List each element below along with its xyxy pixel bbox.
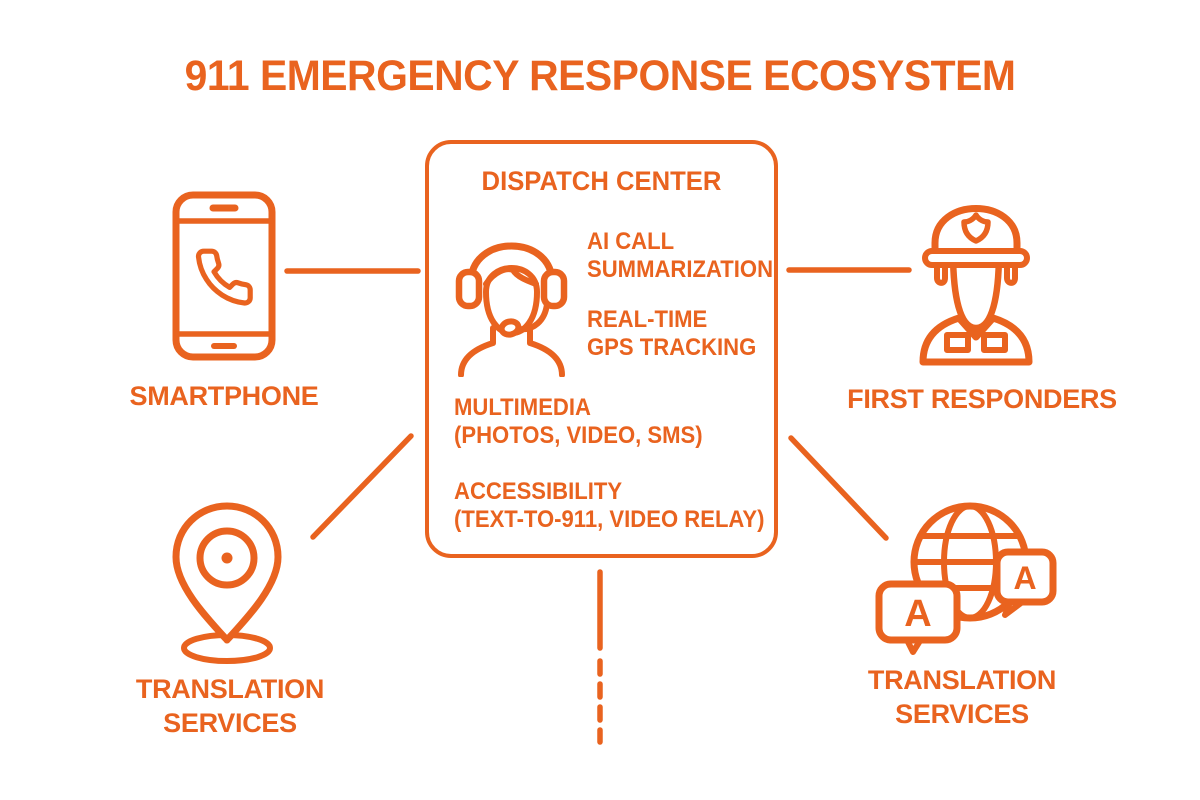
page-title: 911 EMERGENCY RESPONSE ECOSYSTEM [184,52,1016,100]
feature-accessibility: ACCESSIBILITY (TEXT-TO-911, VIDEO RELAY) [454,478,765,533]
helmet-badge-icon [961,212,991,244]
helmet-brim [922,248,1030,268]
translation-services-label: TRANSLATION SERVICES [867,665,1057,729]
smartphone-label: SMARTPHONE [129,381,319,411]
feature-ai-call-summarization: AI CALL SUMMARIZATION [587,228,774,283]
headset-earcup-right [540,268,568,310]
bubble-letter-right: A [1013,560,1036,596]
phone-handset-icon [195,248,253,306]
headset-earcup-left [455,268,483,310]
speech-bubble-right [993,548,1057,606]
mic-boom [516,301,550,333]
location-pin-icon [172,502,282,664]
first-responder-icon [919,205,1033,366]
smartphone-call-icon [172,191,276,361]
connector-pin-dispatch [310,433,414,540]
pocket-right [981,332,1008,353]
dispatch-center-heading: DISPATCH CENTER [481,166,722,196]
location-pin-label: TRANSLATION SERVICES [135,674,325,738]
mic-tip [498,318,522,338]
dispatch-center-box: DISPATCH CENTER AI CALL SUMMARIZATION RE… [425,140,778,558]
first-responders-label: FIRST RESPONDERS [847,384,1117,414]
globe-translation-icon: A A [875,502,1057,655]
pocket-left [944,332,971,353]
speech-bubble-left [875,580,961,644]
connector-dispatch-globe [788,435,889,541]
pin-center-dot [221,552,233,564]
bubble-letter-left: A [904,593,931,635]
dispatcher-headset-icon [455,242,568,377]
feature-realtime-gps-tracking: REAL-TIME GPS TRACKING [587,306,757,361]
feature-multimedia: MULTIMEDIA (PHOTOS, VIDEO, SMS) [454,394,703,449]
